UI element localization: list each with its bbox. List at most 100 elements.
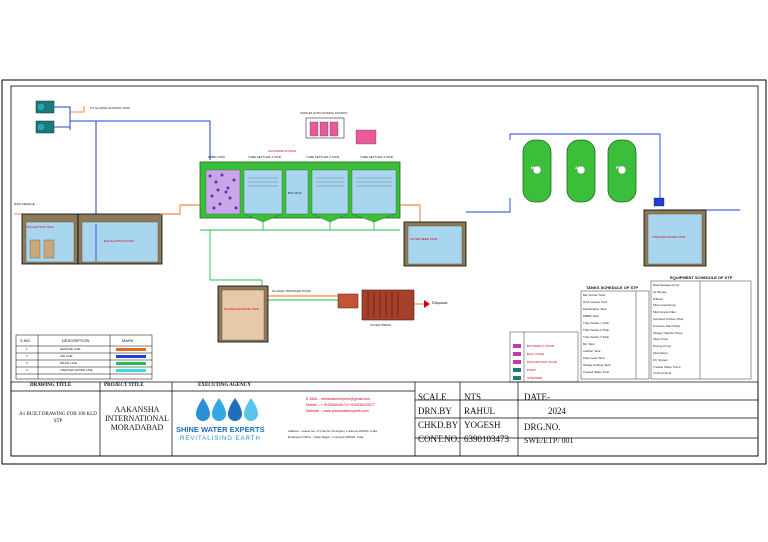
brand-name: SHINE WATER EXPERTS [176,425,265,434]
project-title-label: PROJECT TITLE [104,383,144,388]
equipment-schedule-row: UV System [653,357,669,362]
contact-number-value: 6390103473 [464,434,509,444]
disposal-label: Disposal [432,300,448,305]
project-title: AAKANSHA INTERNATIONAL MORADABAD [105,405,169,433]
contact-number-label: CONT.NO. [418,434,460,444]
mgf-label: MGF [531,165,540,170]
legend-mark-sewage [116,348,146,351]
psr-label: PSR [616,165,625,170]
chlorine-dosing-label: CHLORINE DOSING [268,149,297,153]
legend-mark-treated [116,369,146,372]
drawing-number-label: DRG.NO. [524,422,561,432]
tank-schedule-row: Tube Settler-1 Tank [583,321,610,325]
mgf-vessel [522,139,552,203]
filter-feed-tank-label: FILTER FEED TANK [410,237,438,241]
tank-schedule-row: Bio Tank [583,342,595,346]
valve-legend-item: BUTTERFLY VALVE [527,344,555,348]
bio-tank-label: BIO TANK [288,191,302,195]
contact-email: E-MAIL - shinewaterexperts@gmail.com [306,397,371,401]
valve-legend-item: STRAINER [527,376,543,380]
legend-row-desc: AIR LINE [60,354,73,358]
drawing-number-value: SWE/ETP/ 001 [524,436,574,445]
valve-symbols [513,344,521,380]
valve-legend-item: NON RETURN VALVE [527,360,558,364]
equipment-schedule-row: Treated Water Pump [653,364,681,369]
sludge-holding-tank-label: SLUDGE HOLDING TANK [224,307,260,311]
equipment-schedule-row: Filter Feed Pump [653,303,677,308]
raw-sewage-label: RAW SEWAGE [14,202,35,206]
scale-value: NTS [464,392,482,402]
mbbr-settler-block [199,161,401,223]
flow-meter [653,197,665,207]
sludge-holding-tank [217,285,269,343]
psr-vessel [607,139,637,203]
tank-schedule-row: Clarifier Tank [583,349,601,353]
legend-row-no: 4 [26,368,28,372]
filter-press-label: FILTER PRESS [370,323,392,327]
valve-legend-item: PUMP [527,368,536,372]
treated-water-tank-label: TREATED WATER TANK [652,235,686,239]
equipment-schedule-row: Filter Press [653,337,669,342]
equipment-schedule-row: Diffuser [653,296,664,301]
mbbr-tank-label: MBBR TANK [208,155,226,159]
legend-row-no: 2 [26,354,28,358]
legend-row-desc: TREATED WATER LINE [60,368,93,372]
line-legend-table [15,334,153,380]
title-block [10,381,759,457]
legend-mark-drain [116,362,146,365]
tank-schedule-row: Oil & Grease Tank [583,300,608,304]
brand-logo [196,398,258,421]
agency-label: EXECUTING AGENCY [198,383,251,388]
tank-schedule-row: Sludge Holding Tank [583,363,611,367]
dosing-station-label: SODIUM HYPO DOSING STATION [300,111,348,115]
equipment-schedule-row: Control Panel [653,371,672,376]
legend-row-desc: SEWAGE LINE [60,347,81,351]
filter-feed-tank [403,221,467,267]
equalization-tank-label: EQUALIZATION TANK [104,239,135,243]
sludge-line [268,295,424,305]
collection-tank [21,213,79,265]
contact-mobile: Mobile :- + 919336049174 +919336103477 [306,403,375,407]
legend-mark-air [116,355,146,358]
equipment-schedule-row: Raw Sewage Pump [653,283,680,287]
settler1-label: TUBE SETTLER-1 TANK [248,155,282,159]
sewage-line [160,204,421,222]
drawn-by-label: DRN.BY [418,406,452,416]
acf-label: ACF [575,165,584,170]
filter-press [337,289,415,321]
tank-schedule-row: Filter Feed Tank [583,356,605,360]
drawn-by-value: RAHUL [464,406,495,416]
air-line [54,106,211,214]
drawing-title-label: DRAWING TITLE [30,383,72,388]
address-line-2: Registered Office : Vikas Nagar , Luckno… [288,435,364,439]
equalization-tank [77,213,163,265]
sewage-line-top [70,106,85,113]
equipment-schedule-row: Dosing Pump [653,344,672,349]
settler2-label: TUBE SETTLER-2 TANK [306,155,340,159]
date-label: DATE- [524,392,550,402]
equipment-schedule-title: EQUIPMENT SCHEDULE OF STP [670,275,733,280]
tank-schedule-row: Treated Water Tank [583,370,610,374]
sludge-pump-label: SLUDGE TRANSFER PUMP [272,289,311,293]
air-blower-1 [35,100,55,114]
checked-by-value: YOGESH [464,420,501,430]
scale-label: SCALE [418,392,447,402]
disposal-arrow [424,300,430,308]
tank-schedule-row: Tube Settler-3 Tank [583,335,610,339]
tank-schedule-row: MBBR Tank [583,314,599,318]
dosing-station [305,117,377,145]
equipment-schedule-row: Sludge Transfer Pump [653,330,683,335]
date-value: 2024 [548,406,566,416]
tank-schedule-title: TANKS SCHEDULE OF STP [586,285,639,290]
legend-row-desc: DRAIN LINE [60,361,77,365]
tank-schedule-row: Bar Screen Tank [583,293,606,297]
collection-tank-label: COLLECTION TANK [26,225,54,229]
treated-water-tank [643,209,707,267]
air-blower-2 [35,120,55,134]
equipment-schedule-row: Activated Carbon Filter [653,317,684,321]
legend-header-sno: S.NO. [20,338,31,343]
brand-tagline: REVITALISING EARTH [180,436,261,442]
valve-legend-item: BALL VALVE [527,352,545,356]
drawing-title: A1 BUILT DRAWING FOR 100 KLD STP [19,412,97,424]
